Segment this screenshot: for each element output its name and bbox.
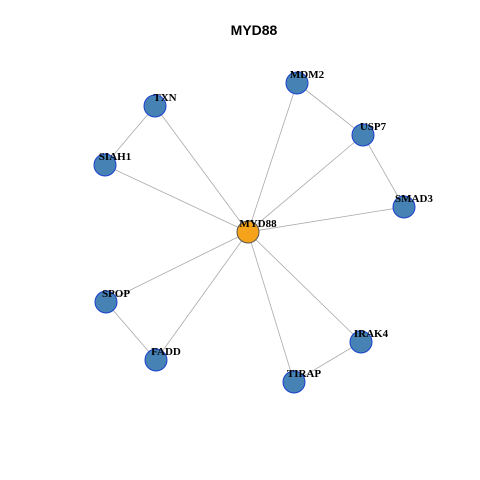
node-circle-tirap <box>282 370 306 394</box>
node-circle-spop <box>94 290 118 314</box>
node-spop: SPOP <box>94 288 130 314</box>
node-label-usp7: USP7 <box>360 121 387 133</box>
node-label-irak4: IRAK4 <box>354 328 389 340</box>
node-circle-mdm2 <box>285 71 309 95</box>
node-circle-fadd <box>144 348 168 372</box>
edge-myd88-usp7 <box>247 134 364 233</box>
edge-spop-fadd <box>105 301 157 361</box>
node-circle-myd88 <box>236 220 260 244</box>
edge-layer <box>104 82 405 383</box>
diagram-title: MYD88 <box>231 22 278 38</box>
edge-mdm2-usp7 <box>296 82 364 136</box>
edge-myd88-fadd <box>155 231 249 361</box>
node-label-txn: TXN <box>153 92 176 104</box>
node-label-spop: SPOP <box>102 288 130 300</box>
node-tirap: TIRAP <box>282 368 322 394</box>
node-label-tirap: TIRAP <box>287 368 322 380</box>
edge-myd88-spop <box>105 231 249 303</box>
node-usp7: USP7 <box>351 121 387 147</box>
edge-myd88-txn <box>154 105 249 233</box>
node-circle-txn <box>143 94 167 118</box>
edge-myd88-mdm2 <box>247 82 298 233</box>
edge-myd88-irak4 <box>247 231 362 343</box>
node-irak4: IRAK4 <box>349 328 389 354</box>
node-fadd: FADD <box>144 346 181 372</box>
node-label-mdm2: MDM2 <box>290 69 325 81</box>
node-label-fadd: FADD <box>151 346 181 358</box>
node-txn: TXN <box>143 92 177 118</box>
edge-siah1-txn <box>104 105 156 166</box>
edge-myd88-smad3 <box>247 206 405 233</box>
node-siah1: SIAH1 <box>93 151 131 177</box>
node-circle-irak4 <box>349 330 373 354</box>
node-circle-siah1 <box>93 153 117 177</box>
edge-usp7-smad3 <box>362 134 405 208</box>
node-circle-usp7 <box>351 123 375 147</box>
node-label-siah1: SIAH1 <box>99 151 131 163</box>
node-label-smad3: SMAD3 <box>395 193 433 205</box>
edge-myd88-siah1 <box>104 164 249 233</box>
node-myd88: MYD88 <box>236 218 277 244</box>
edge-myd88-tirap <box>247 231 295 383</box>
node-circle-smad3 <box>392 195 416 219</box>
node-label-myd88: MYD88 <box>239 218 277 230</box>
node-mdm2: MDM2 <box>285 69 325 95</box>
node-smad3: SMAD3 <box>392 193 433 219</box>
edge-irak4-tirap <box>293 341 362 383</box>
